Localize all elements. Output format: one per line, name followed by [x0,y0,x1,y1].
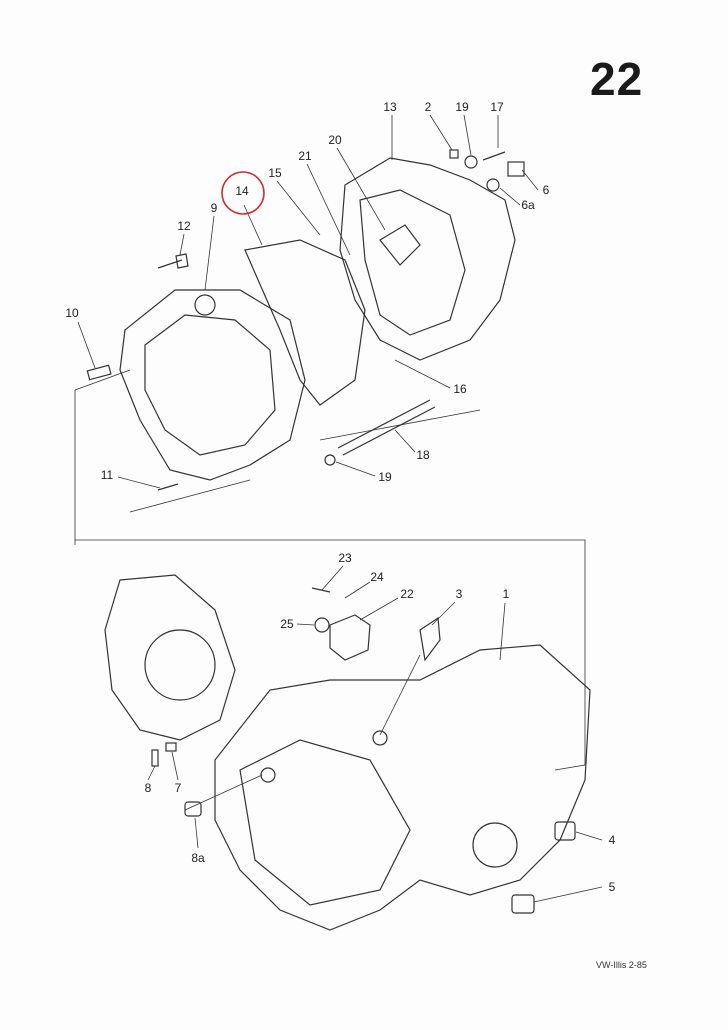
highlight-circle [221,171,265,215]
shift-cover-22 [329,614,371,661]
part-label-19: 19 [455,100,469,114]
part-label-5: 5 [608,880,616,894]
part-label-14: 14 [235,184,249,198]
gasket [244,239,366,406]
part-label-23: 23 [338,551,352,565]
gearbox-cover-housing [339,157,516,361]
part-label-10: 10 [65,306,79,320]
part-label-13: 13 [383,100,397,114]
part-label-21: 21 [298,149,312,163]
switch-3 [419,616,441,662]
pin-10 [86,364,112,381]
part-label-16: 16 [453,382,467,396]
part-label-18: 18 [416,448,430,462]
part-label-17: 17 [490,100,504,114]
bushing-8a [184,801,202,817]
bolt-12 [157,253,189,269]
clutch-cover [104,574,236,741]
page-number: 22 [590,53,644,105]
plug-4 [554,821,576,841]
part-label-9: 9 [210,201,218,215]
shift-bracket [379,224,421,266]
part-label-22: 22 [400,587,414,601]
part-label-11: 11 [100,468,114,482]
footer-caption: VW-Illis 2-85 [596,960,647,970]
intermediate-housing [119,289,306,481]
part-label-7: 7 [174,781,182,795]
part-label-8a: 8a [191,851,205,865]
part-label-12: 12 [177,219,191,233]
part-label-8: 8 [144,781,152,795]
plug-6 [507,161,525,177]
washer-6a [486,178,500,192]
part-label-3: 3 [455,587,463,601]
part-label-6a: 6a [521,198,535,212]
pin-11 [157,483,179,491]
seal-25 [314,617,330,633]
main-gearbox-case [214,644,591,931]
washer-19-top [464,155,478,169]
pin-8 [151,749,159,767]
part-label-4: 4 [608,833,616,847]
part-label-2: 2 [424,100,432,114]
part-label-15: 15 [268,166,282,180]
washer-19 [324,454,336,466]
plug-5 [511,894,535,914]
part-label-1: 1 [502,587,510,601]
pin-7 [165,742,177,752]
bolt-23 [311,587,331,593]
part-label-20: 20 [328,133,342,147]
part-label-19-lower: 19 [378,470,392,484]
bolt-17 [482,151,506,161]
part-label-6: 6 [542,183,550,197]
part-label-25: 25 [280,617,294,631]
part-label-24: 24 [370,570,384,584]
pin-2 [449,149,459,159]
shaft-18 [337,399,436,456]
